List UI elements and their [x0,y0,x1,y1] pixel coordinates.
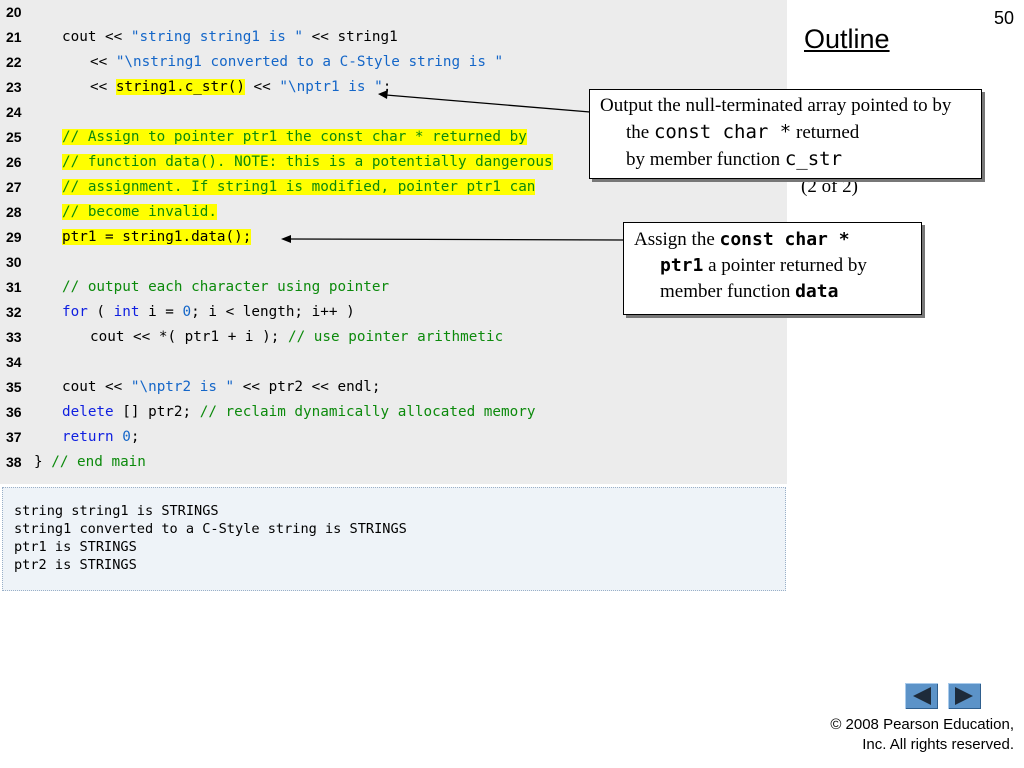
line-number: 35 [6,379,22,395]
previous-slide-button[interactable] [905,683,938,709]
line-number: 31 [6,279,22,295]
code-text: cout << *( ptr1 + i ); // use pointer ar… [90,329,504,345]
code-line-29: 29 ptr1 = string1.data(); [0,225,787,250]
code-text: return 0; [62,429,140,445]
highlighted-code: // function data(). NOTE: this is a pote… [62,154,553,170]
code-text: // become invalid. [62,200,217,225]
line-number: 34 [6,354,22,370]
code-line-30: 30 [0,250,787,275]
code-text: cout << "\nptr2 is " << ptr2 << endl; [62,379,381,395]
line-number: 20 [6,4,22,20]
output-line: string1 converted to a C-Style string is… [14,521,407,537]
line-number: 24 [6,104,22,120]
program-output: string string1 is STRINGS string1 conver… [2,487,786,591]
code-line-27: 27 // assignment. If string1 is modified… [0,175,787,200]
code-line-32: 32 for ( int i = 0; i < length; i++ ) [0,300,787,325]
highlighted-code: // Assign to pointer ptr1 the const char… [62,129,527,145]
code-line-37: 37 return 0; [0,425,787,450]
code-line-20: 20 [0,0,787,25]
line-number: 27 [6,179,22,195]
code-line-26: 26 // function data(). NOTE: this is a p… [0,150,787,175]
slide-subtitle: (2 of 2) [801,176,858,197]
code-text: cout << "string string1 is " << string1 [62,29,398,45]
next-slide-button[interactable] [948,683,981,709]
code-text: << "\nstring1 converted to a C-Style str… [90,54,504,70]
line-number: 21 [6,29,22,45]
outline-link[interactable]: Outline [804,24,890,54]
code-text: // function data(). NOTE: this is a pote… [62,150,553,175]
line-number: 30 [6,254,22,270]
code-text: } // end main [34,454,146,470]
previous-slide-icon [913,687,931,705]
output-line: ptr1 is STRINGS [14,539,137,555]
line-number: 37 [6,429,22,445]
code-line-38: 38 } // end main [0,450,787,475]
code-line-33: 33 cout << *( ptr1 + i ); // use pointer… [0,325,787,350]
output-line: string string1 is STRINGS [14,503,219,519]
code-line-23: 23 << string1.c_str() << "\nptr1 is "; [0,75,787,100]
code-line-28: 28 // become invalid. [0,200,787,225]
callout-data: Assign the const char * ptr1 a pointer r… [623,222,922,315]
page-number: 50 [993,8,1014,28]
line-number: 26 [6,154,22,170]
code-text: ptr1 = string1.data(); [62,225,252,250]
line-number: 22 [6,54,22,70]
code-line-36: 36 delete [] ptr2; // reclaim dynamicall… [0,400,787,425]
code-text: for ( int i = 0; i < length; i++ ) [62,304,355,320]
highlighted-code: // assignment. If string1 is modified, p… [62,179,536,195]
line-number: 28 [6,204,22,220]
copyright-notice: © 2008 Pearson Education, Inc. All right… [830,716,1014,753]
line-number: 25 [6,129,22,145]
code-line-24: 24 [0,100,787,125]
output-line: ptr2 is STRINGS [14,557,137,573]
code-line-25: 25 // Assign to pointer ptr1 the const c… [0,125,787,150]
highlighted-code: // become invalid. [62,204,217,220]
code-text: << string1.c_str() << "\nptr1 is "; [90,79,392,95]
code-text: // output each character using pointer [62,279,390,295]
line-number: 38 [6,454,22,470]
code-line-21: 21 cout << "string string1 is " << strin… [0,25,787,50]
highlighted-code: ptr1 = string1.data(); [62,229,252,245]
highlighted-code: string1.c_str() [115,79,245,95]
line-number: 23 [6,79,22,95]
code-line-35: 35 cout << "\nptr2 is " << ptr2 << endl; [0,375,787,400]
next-slide-icon [955,687,973,705]
code-text: // Assign to pointer ptr1 the const char… [62,125,527,150]
line-number: 29 [6,229,22,245]
code-line-34: 34 [0,350,787,375]
code-line-31: 31 // output each character using pointe… [0,275,787,300]
code-text: // assignment. If string1 is modified, p… [62,175,536,200]
line-number: 32 [6,304,22,320]
line-number: 33 [6,329,22,345]
line-number: 36 [6,404,22,420]
callout-c-str: Output the null-terminated array pointed… [589,89,982,179]
code-text: delete [] ptr2; // reclaim dynamically a… [62,404,536,420]
code-line-22: 22 << "\nstring1 converted to a C-Style … [0,50,787,75]
